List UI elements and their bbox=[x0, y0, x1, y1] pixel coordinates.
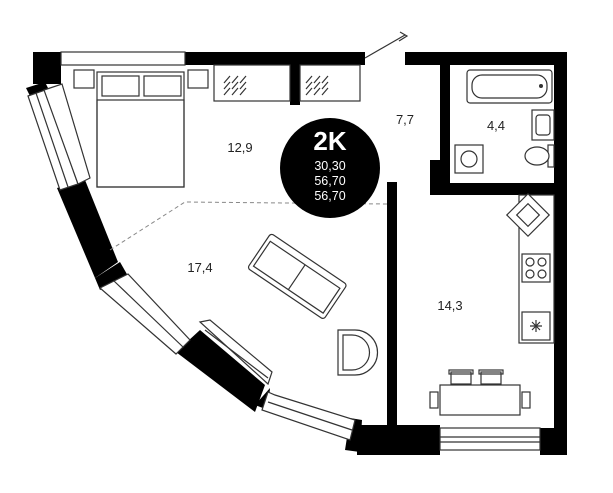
bed-icon bbox=[96, 71, 185, 188]
room-area-kitchen: 14,3 bbox=[437, 298, 462, 313]
window-curve-5-inner bbox=[267, 401, 353, 431]
room-area-bedroom: 12,9 bbox=[227, 140, 252, 155]
nightstand-right-icon bbox=[187, 69, 209, 89]
wall-right bbox=[554, 52, 567, 455]
fridge-icon bbox=[521, 311, 551, 341]
wardrobe-icon bbox=[213, 64, 291, 102]
wall-bottom-left bbox=[357, 425, 440, 455]
wardrobe-hall-icon bbox=[299, 64, 361, 102]
window-bottom bbox=[439, 427, 541, 451]
sofa-icon bbox=[247, 233, 347, 319]
apartment-area-2: 56,70 bbox=[314, 174, 345, 188]
wall-left-stub bbox=[33, 52, 61, 84]
room-area-living: 17,4 bbox=[187, 260, 212, 275]
wall-curve-4 bbox=[176, 330, 265, 412]
wall-bottom-right bbox=[540, 428, 567, 455]
apartment-badge: 2K 30,30 56,70 56,70 bbox=[280, 118, 380, 218]
room-area-bathroom: 4,4 bbox=[487, 118, 505, 133]
wall-bath-left bbox=[440, 65, 450, 185]
window-curve-3-inner bbox=[113, 280, 184, 348]
wall-hall-left bbox=[387, 182, 397, 425]
wall-bath-vertical bbox=[430, 160, 442, 195]
window-curve-1-inner bbox=[35, 92, 69, 188]
wall-bath-bottom bbox=[440, 183, 554, 195]
room-area-hallway: 7,7 bbox=[396, 112, 414, 127]
wall-top-right bbox=[405, 52, 567, 65]
kitchen-sink-icon bbox=[505, 192, 551, 238]
apartment-type: 2K bbox=[313, 126, 346, 156]
wall-bedroom-wardrobe bbox=[290, 65, 300, 105]
entrance-door-arrow bbox=[398, 31, 409, 42]
window-curve-4-inner bbox=[204, 329, 269, 379]
bathtub-icon bbox=[466, 69, 553, 104]
armchair-icon bbox=[337, 329, 379, 376]
bathroom-sink-icon bbox=[531, 109, 555, 141]
window-top-1 bbox=[60, 51, 186, 66]
toilet-icon bbox=[524, 144, 555, 168]
wall-curve-3 bbox=[95, 262, 128, 290]
apartment-area-1: 30,30 bbox=[314, 159, 345, 173]
washing-machine-icon bbox=[454, 144, 484, 174]
window-curve-2 bbox=[43, 83, 91, 185]
entrance-door-line bbox=[364, 34, 406, 59]
dining-table-icon bbox=[429, 369, 531, 416]
stove-icon bbox=[521, 253, 551, 283]
window-curve-3 bbox=[98, 273, 191, 355]
wall-curve-1 bbox=[57, 180, 118, 278]
apartment-area-3: 56,70 bbox=[314, 189, 345, 203]
zone-divider bbox=[109, 201, 388, 251]
nightstand-left-icon bbox=[73, 69, 95, 89]
